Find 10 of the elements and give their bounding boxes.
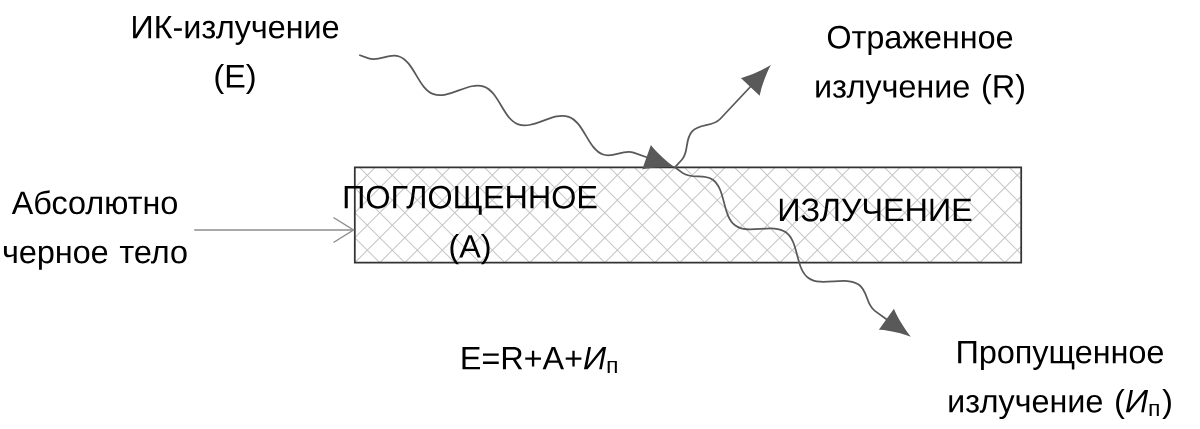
arrow <box>673 66 770 169</box>
text-label: ИК-излучение (Е) <box>133 15 339 95</box>
arrow <box>358 54 673 170</box>
text-label: Отраженное излучение (R) <box>816 25 1024 105</box>
arrow <box>673 166 910 336</box>
text-label: Абсолютно черное тело <box>3 190 187 270</box>
equation: E=R+A+И$_{п}$ <box>462 347 617 373</box>
text-label: Пропущенное излучение (И$_{п}$) <box>949 340 1171 420</box>
arrow <box>193 216 355 244</box>
box-text: ИЗЛУЧЕНИЕ <box>779 198 972 222</box>
